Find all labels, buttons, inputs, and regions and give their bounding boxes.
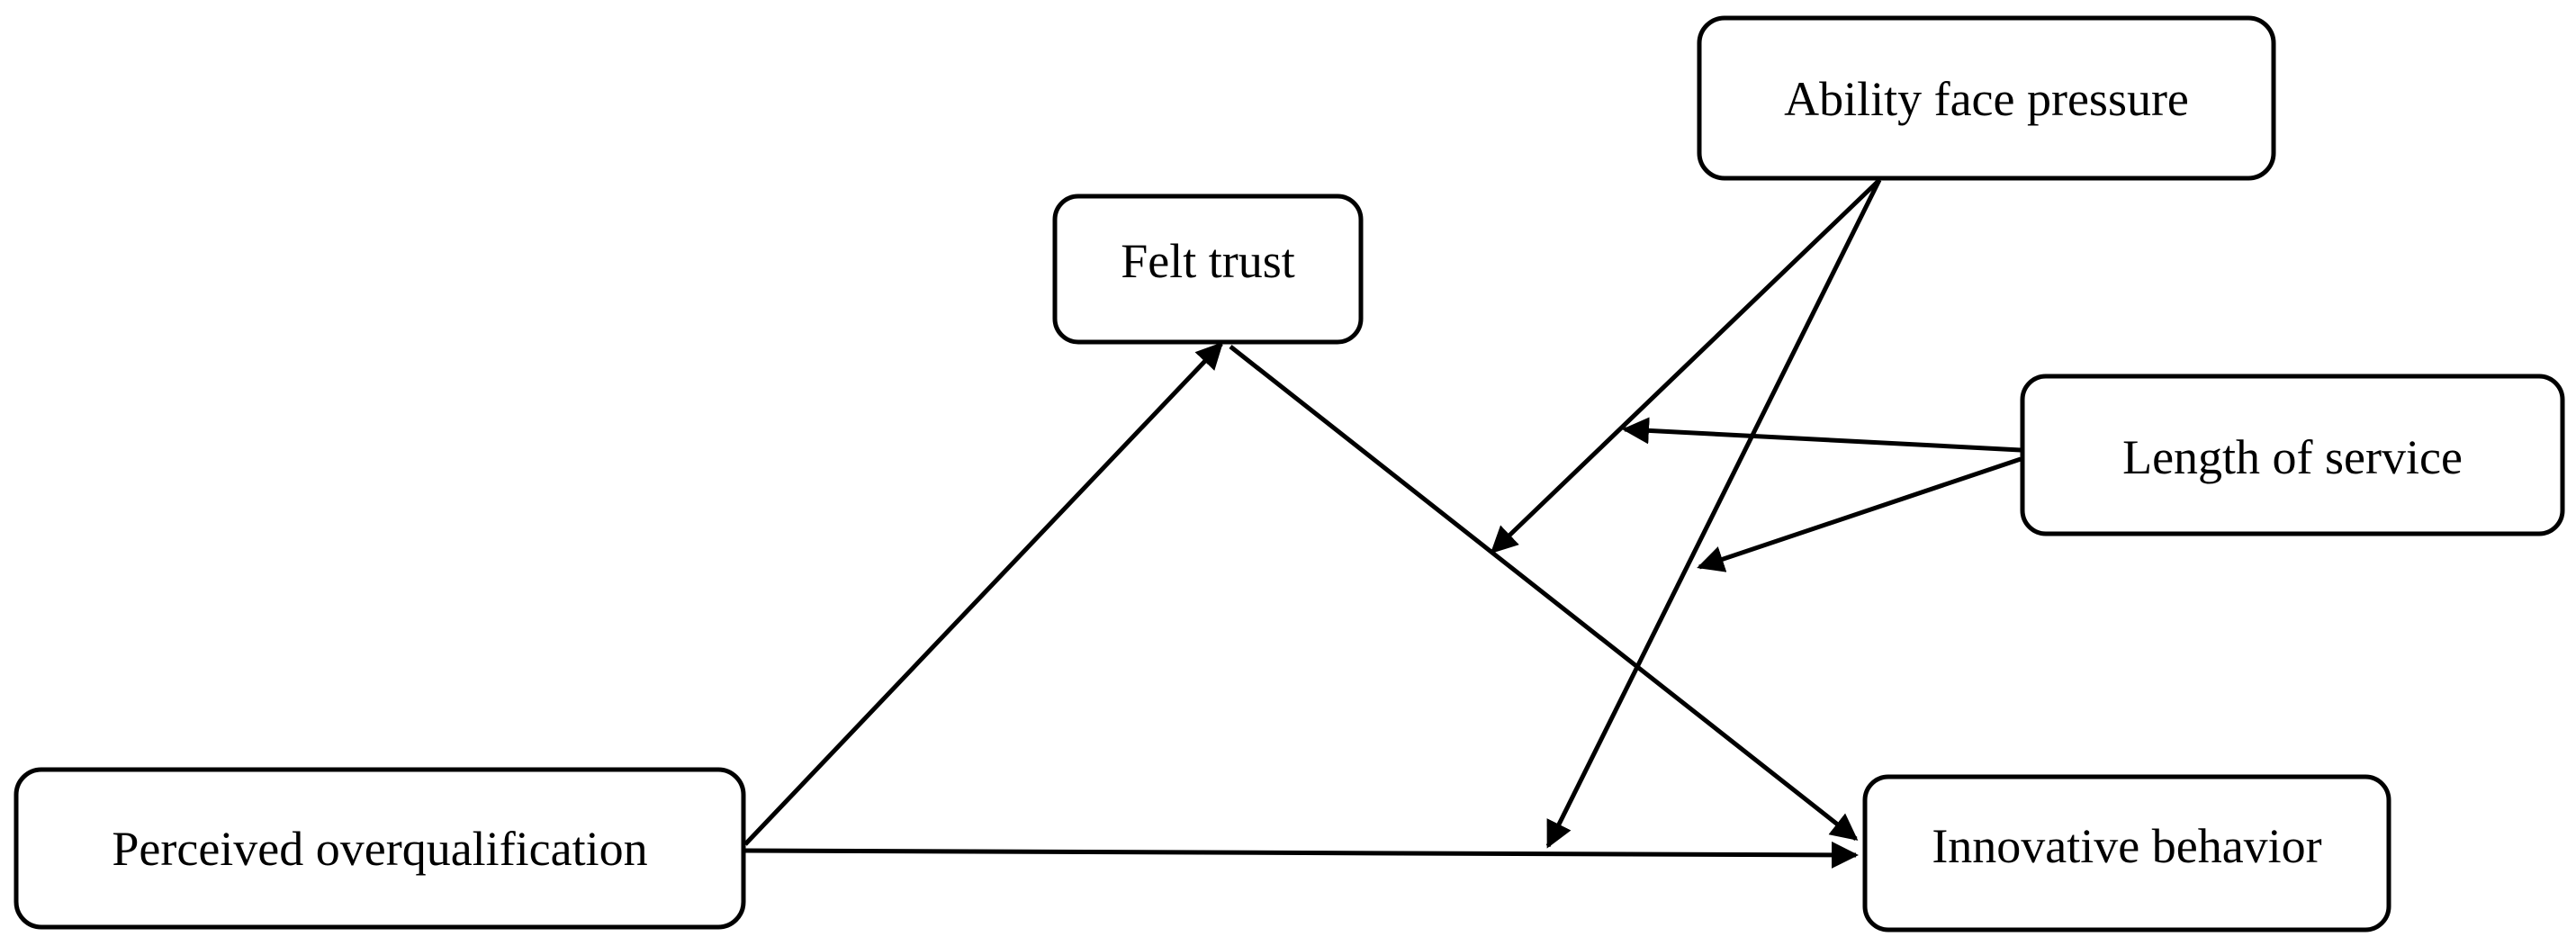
edges [743,178,2022,869]
node-ability-face-pressure: Ability face pressure [1697,15,2276,181]
node-label-perceived-overqualification: Perceived overqualification [112,822,647,876]
edge-felt-trust-to-innovative-behavior [1229,345,1859,841]
node-felt-trust: Felt trust [1052,194,1364,345]
node-label-ability-face-pressure: Ability face pressure [1784,72,2189,126]
node-length-of-service: Length of service [2020,374,2565,536]
node-label-innovative-behavior: Innovative behavior [1932,819,2321,873]
edge-ability-pressure-moderates-mediation-path [1490,178,1881,554]
edge-overqualification-to-felt-trust [743,341,1224,846]
edge-length-of-service-to-first-moderation [1622,417,2022,453]
node-label-felt-trust: Felt trust [1121,234,1295,288]
node-innovative-behavior: Innovative behavior [1862,774,2391,932]
edge-ability-pressure-moderates-direct-path [1545,178,1882,849]
node-label-length-of-service: Length of service [2122,430,2463,484]
edge-length-of-service-to-second-moderation [1697,456,2022,572]
edge-overqualification-to-innovative-behavior [744,841,1859,869]
node-perceived-overqualification: Perceived overqualification [14,767,746,930]
